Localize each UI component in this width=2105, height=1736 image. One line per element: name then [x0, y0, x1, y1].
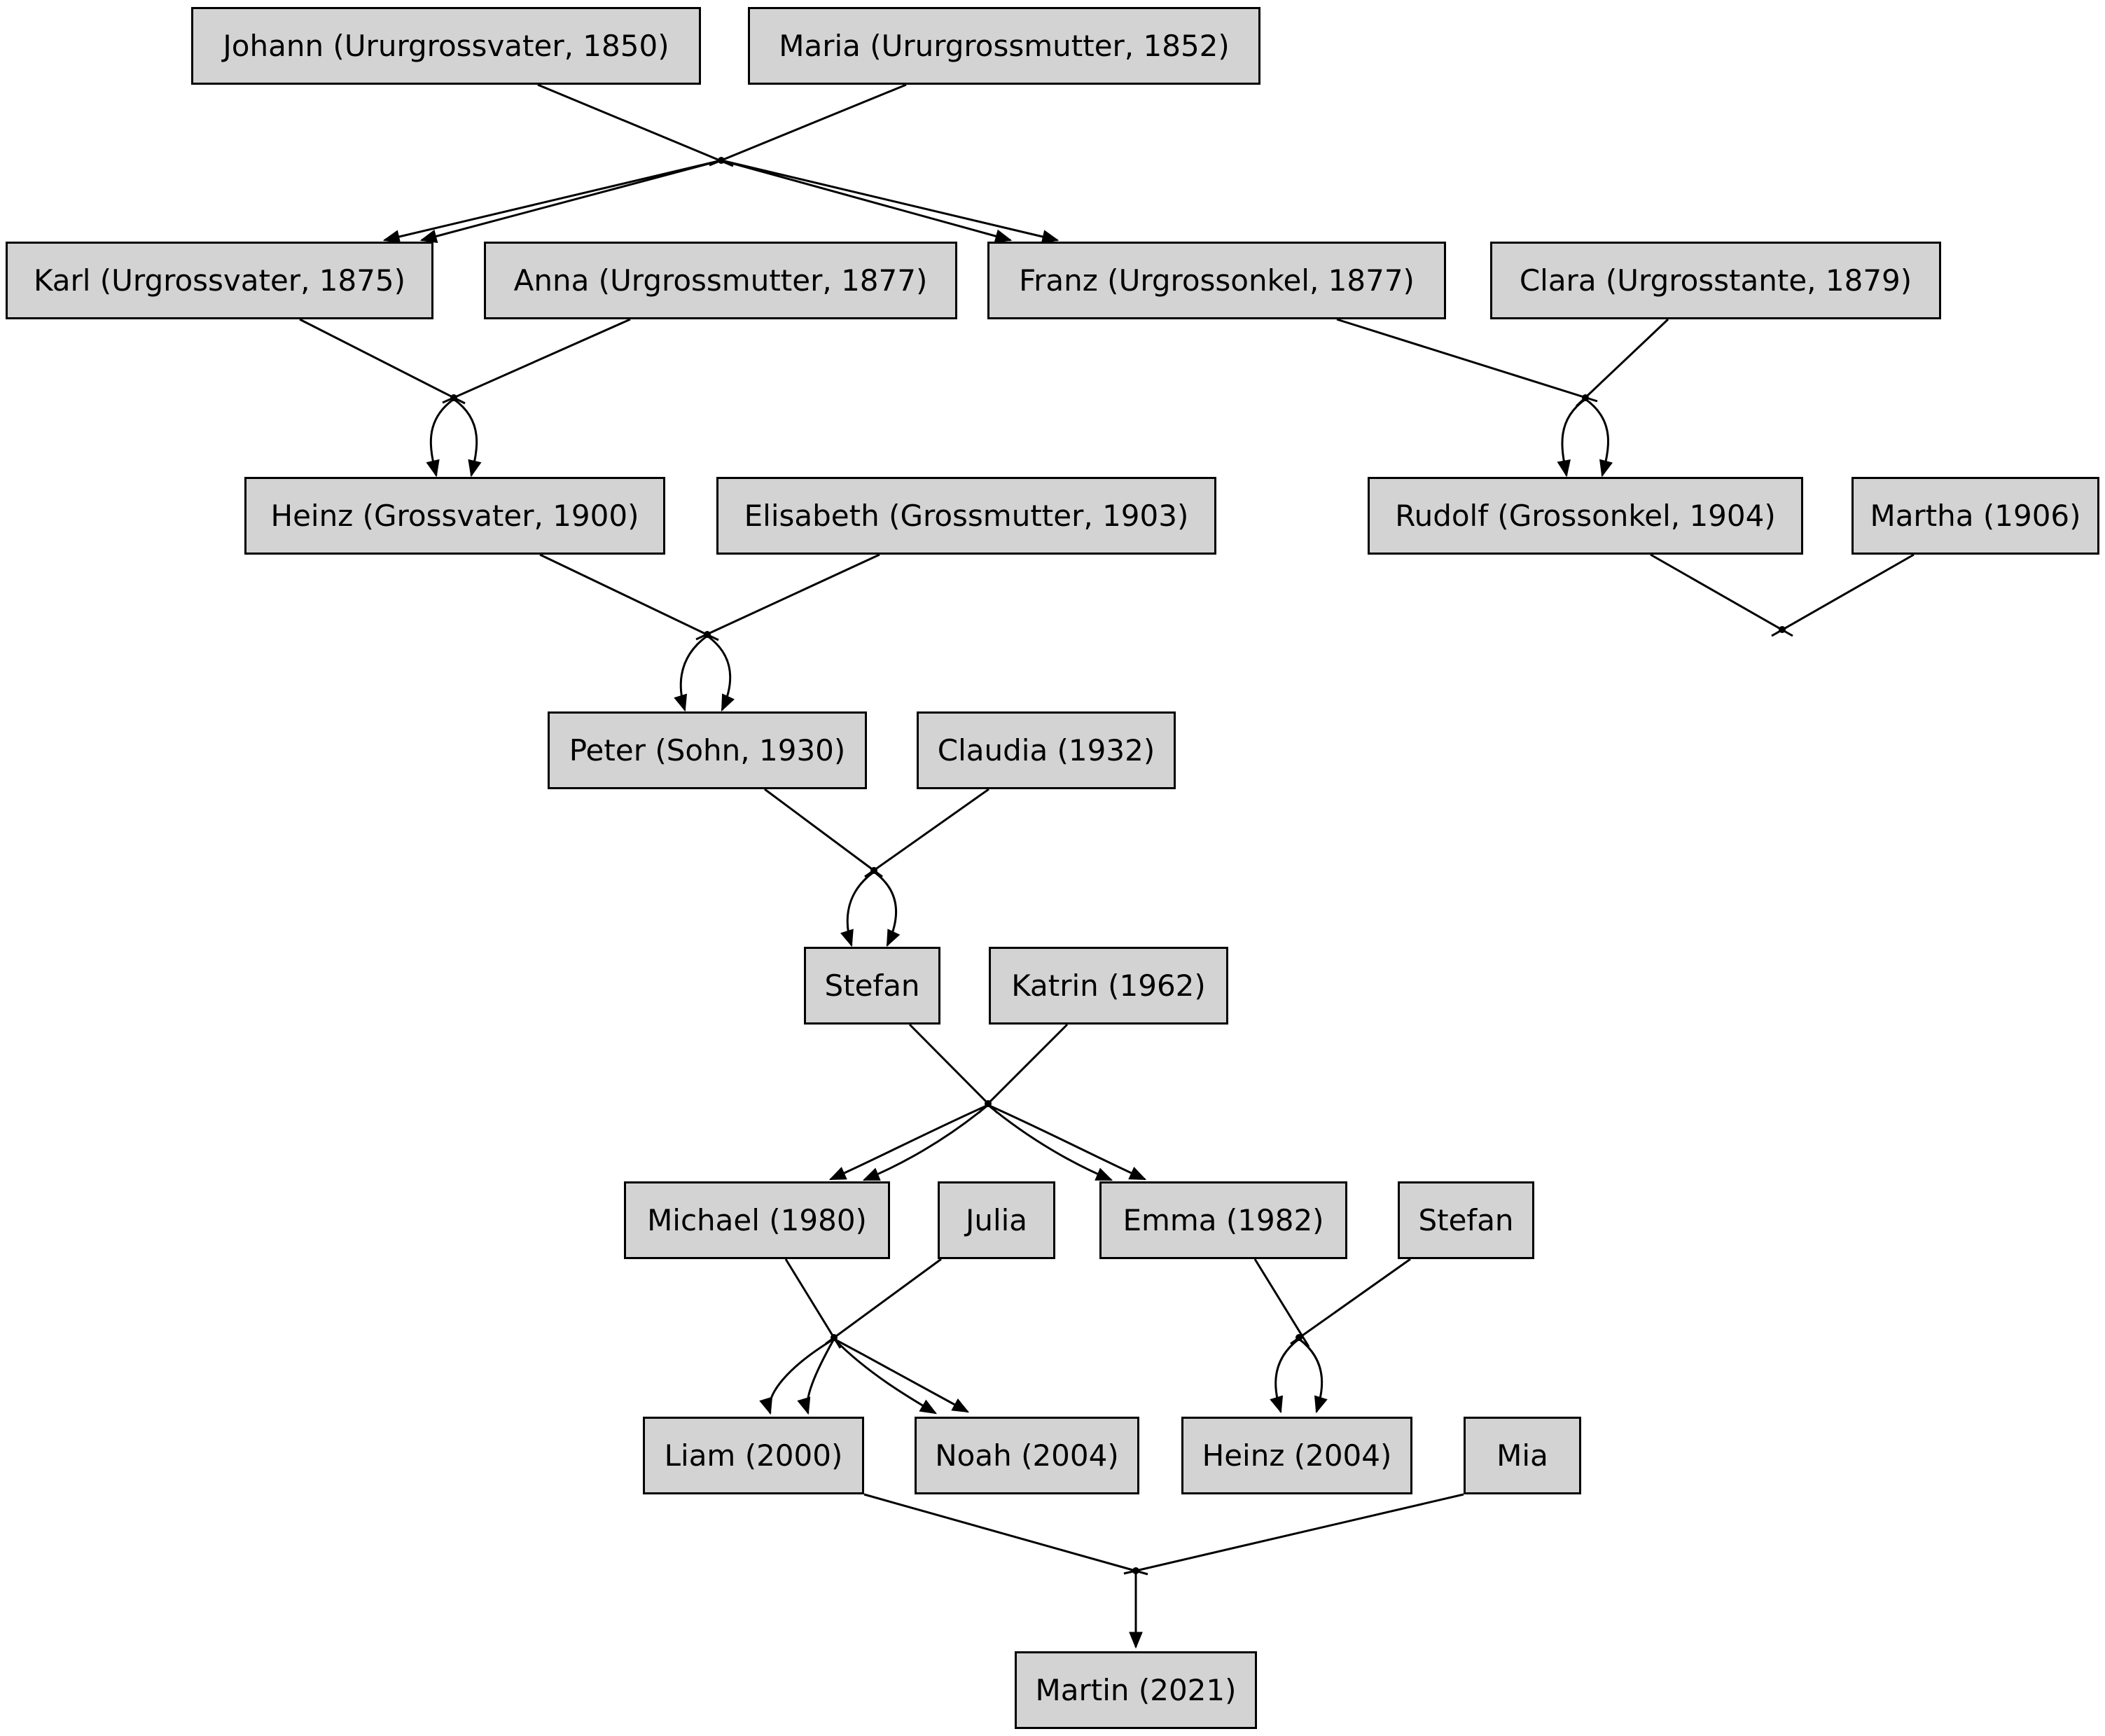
node-martin: Martin (2021)	[1015, 1651, 1257, 1729]
node-martha: Martha (1906)	[1852, 477, 2099, 555]
node-claudia: Claudia (1932)	[917, 711, 1176, 789]
node-rudolf: Rudolf (Grossonkel, 1904)	[1368, 477, 1803, 555]
node-noah: Noah (2004)	[915, 1417, 1139, 1494]
node-karl: Karl (Urgrossvater, 1875)	[6, 242, 433, 319]
node-elisabeth: Elisabeth (Grossmutter, 1903)	[716, 477, 1216, 555]
node-michael: Michael (1980)	[624, 1181, 890, 1259]
node-stefan2: Stefan	[1398, 1181, 1534, 1259]
node-julia: Julia	[938, 1181, 1055, 1259]
node-katrin: Katrin (1962)	[989, 947, 1228, 1025]
node-stefan: Stefan	[804, 947, 940, 1025]
union-points	[450, 157, 1786, 1574]
node-maria: Maria (Ururgrossmutter, 1852)	[748, 7, 1260, 85]
node-johann: Johann (Ururgrossvater, 1850)	[191, 7, 701, 85]
node-peter: Peter (Sohn, 1930)	[548, 711, 867, 789]
node-heinz: Heinz (Grossvater, 1900)	[244, 477, 665, 555]
node-anna: Anna (Urgrossmutter, 1877)	[484, 242, 957, 319]
node-clara: Clara (Urgrosstante, 1879)	[1490, 242, 1941, 319]
node-franz: Franz (Urgrossonkel, 1877)	[987, 242, 1446, 319]
node-emma: Emma (1982)	[1099, 1181, 1347, 1259]
node-heinz2: Heinz (2004)	[1181, 1417, 1412, 1494]
node-liam: Liam (2000)	[643, 1417, 864, 1494]
node-mia: Mia	[1464, 1417, 1581, 1494]
